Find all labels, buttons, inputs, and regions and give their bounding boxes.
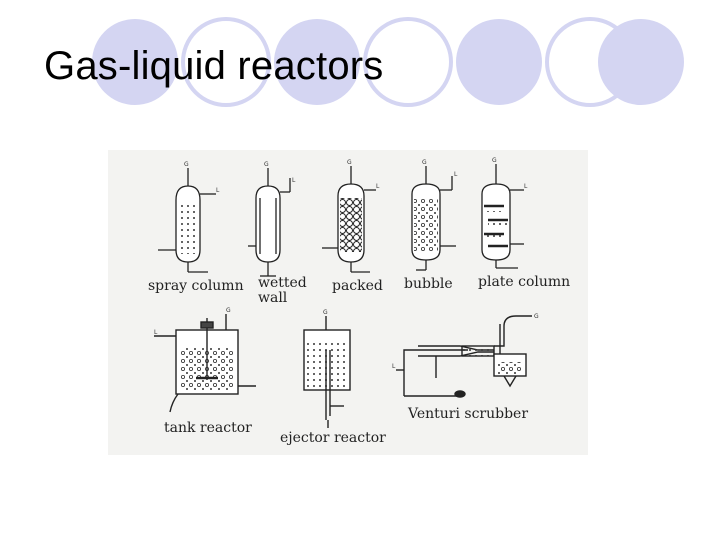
- gas-mark: G: [347, 159, 352, 166]
- label-bubble: bubble: [404, 276, 453, 292]
- deco-circle-outline: [363, 17, 453, 107]
- liquid-mark: L: [292, 177, 296, 184]
- label-spray-column: spray column: [148, 278, 244, 294]
- label-tank-reactor: tank reactor: [164, 420, 252, 436]
- liquid-mark: L: [376, 183, 380, 190]
- gas-mark: G: [534, 313, 539, 320]
- venturi-scrubber-diagram: [396, 315, 532, 398]
- wetted-wall-diagram: [248, 168, 291, 277]
- label-ejector-reactor: ejector reactor: [280, 430, 386, 446]
- stream-markers: G L G L G L G L G L G L G G L: [154, 157, 539, 370]
- liquid-mark: L: [524, 183, 528, 190]
- gas-mark: G: [184, 161, 189, 168]
- gas-mark: G: [226, 307, 231, 314]
- deco-circle-outline: [181, 17, 271, 107]
- deco-circle-filled: [92, 19, 178, 105]
- label-plate-column: plate column: [478, 274, 570, 290]
- deco-circle-filled: [274, 19, 360, 105]
- deco-circle-filled: [456, 19, 542, 105]
- liquid-mark: L: [392, 363, 396, 370]
- liquid-mark: L: [154, 329, 158, 336]
- gas-mark: G: [492, 157, 497, 164]
- label-venturi-scrubber: Venturi scrubber: [407, 406, 528, 422]
- slide-title: Gas-liquid reactors: [44, 44, 384, 88]
- bubble-column-diagram: [411, 166, 456, 271]
- label-packed: packed: [332, 278, 383, 294]
- ejector-reactor-diagram: [303, 316, 351, 428]
- deco-circle-filled: [598, 19, 684, 105]
- gas-mark: G: [323, 309, 328, 316]
- reactor-figure: G L G L G L G L G L G L G G L spray colu…: [108, 150, 588, 455]
- tank-reactor-diagram: [154, 314, 256, 413]
- label-wetted-wall-line2: wall: [258, 290, 288, 306]
- packed-column-diagram: [322, 166, 376, 273]
- gas-mark: G: [264, 161, 269, 168]
- plate-column-diagram: [481, 164, 524, 269]
- liquid-mark: L: [216, 187, 220, 194]
- spray-column-diagram: [158, 168, 216, 273]
- liquid-mark: L: [454, 171, 458, 178]
- gas-mark: G: [422, 159, 427, 166]
- label-wetted-wall-line1: wetted: [258, 275, 307, 291]
